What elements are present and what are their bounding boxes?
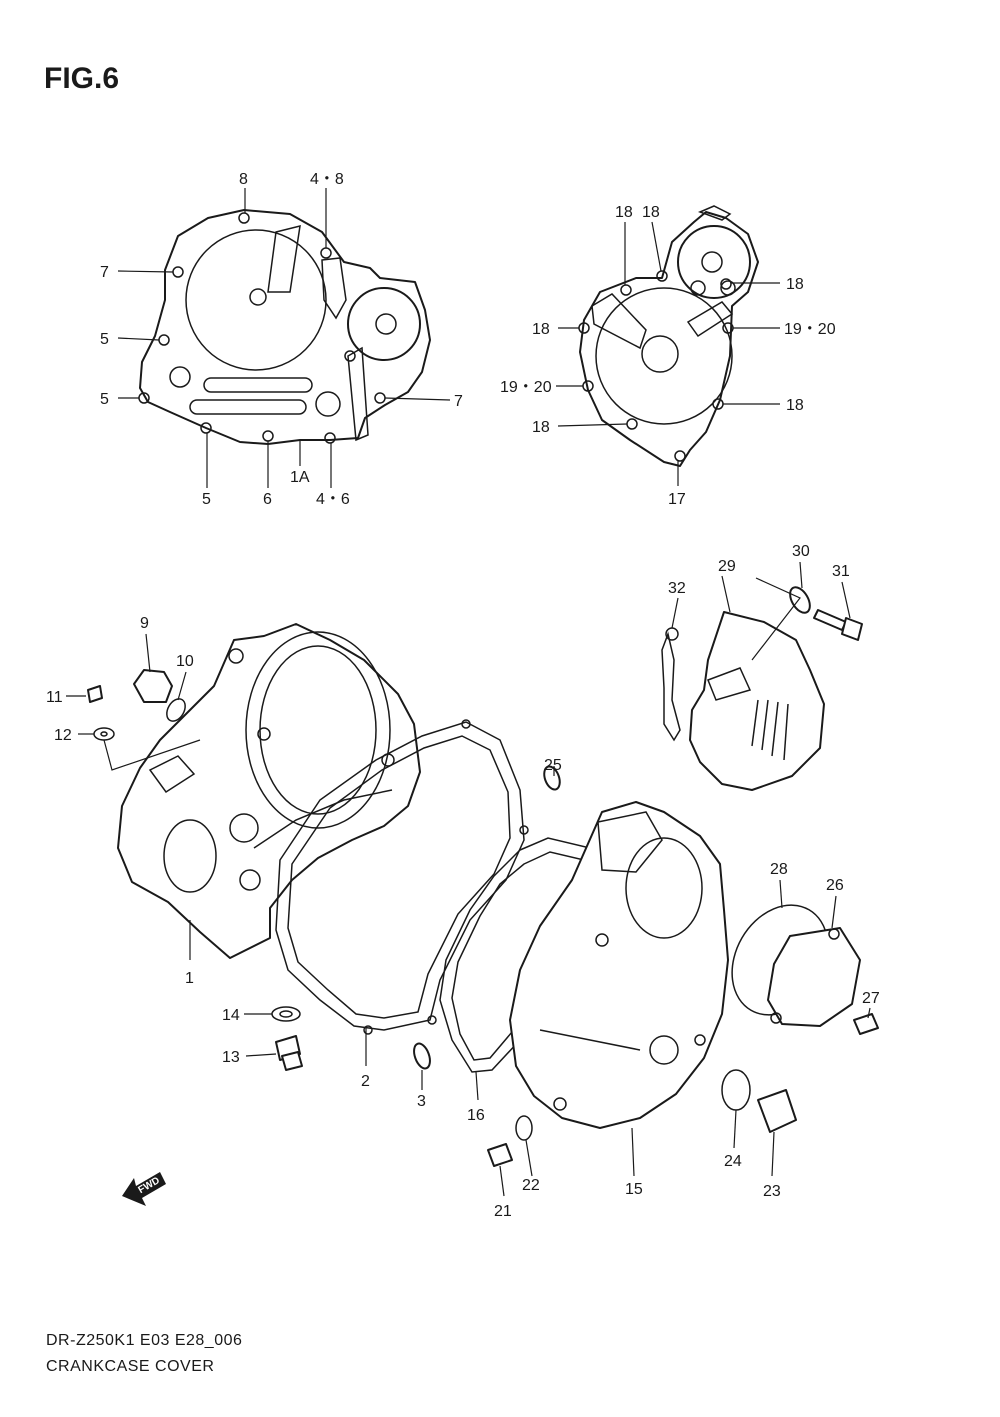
crankcase-cover-1	[117, 623, 421, 959]
callout-11: 11	[46, 689, 63, 706]
callout-3: 3	[417, 1093, 426, 1110]
forward-arrow-icon: FWD	[122, 1172, 166, 1206]
callout-1: 1	[185, 970, 194, 987]
callout-21: 21	[494, 1203, 512, 1220]
callout-9: 9	[140, 615, 149, 632]
gasket-2	[275, 719, 529, 1035]
leaders-top-right	[556, 221, 780, 486]
callout-14: 14	[222, 1007, 240, 1024]
o-ring-24	[721, 1069, 751, 1111]
callout-1A: 1A	[290, 469, 310, 486]
washer-14	[271, 1006, 301, 1022]
callouts: 8 4・8 7 5 5 7 5 6 1A 4・6 18 18 18 18 19・…	[46, 171, 880, 1220]
callout-4-8: 4・8	[310, 171, 344, 188]
o-ring-10	[166, 698, 186, 722]
collar-30	[789, 586, 811, 614]
pipe-32	[661, 627, 681, 742]
plug-13	[275, 1035, 303, 1071]
leaders-bottom	[66, 561, 871, 1197]
callout-7-top: 7	[100, 264, 109, 281]
callout-15: 15	[625, 1181, 643, 1198]
callout-5-a: 5	[100, 331, 109, 348]
callout-32: 32	[668, 580, 686, 597]
callout-23: 23	[763, 1183, 781, 1200]
plug-9	[133, 669, 173, 703]
plug-21	[487, 1143, 513, 1167]
callout-19-20-left: 19・20	[500, 379, 552, 396]
callout-18-b: 18	[642, 204, 660, 221]
callout-31: 31	[832, 563, 850, 580]
callout-26: 26	[826, 877, 844, 894]
plug-23	[757, 1089, 797, 1133]
callout-27: 27	[862, 990, 880, 1007]
callout-24: 24	[724, 1153, 742, 1170]
dowel-25	[543, 765, 561, 791]
callout-6: 6	[263, 491, 272, 508]
callout-29: 29	[718, 558, 736, 575]
callout-13: 13	[222, 1049, 240, 1066]
screw-27	[853, 1013, 879, 1035]
dowel-3	[413, 1042, 431, 1070]
figure-title: FIG.6	[44, 62, 120, 95]
callout-19-20-right: 19・20	[784, 321, 836, 338]
callout-28: 28	[770, 861, 788, 878]
callout-25: 25	[544, 757, 562, 774]
washer-22	[515, 1115, 533, 1141]
sprocket-cover-29	[689, 611, 825, 791]
magneto-cover-15	[509, 801, 729, 1129]
callout-8: 8	[239, 171, 248, 188]
callout-5-bottom: 5	[202, 491, 211, 508]
cap-26	[767, 927, 861, 1027]
magneto-cover-top	[578, 205, 759, 467]
callout-18-c: 18	[786, 276, 804, 293]
callout-17: 17	[668, 491, 686, 508]
callout-22: 22	[522, 1177, 540, 1194]
bolt-31	[813, 609, 863, 641]
screw-11	[87, 685, 103, 703]
clutch-cover-1A	[138, 209, 431, 445]
leaders-top-left	[117, 188, 451, 488]
model-code: DR-Z250K1 E03 E28_006	[46, 1332, 243, 1349]
callout-18-a: 18	[615, 204, 633, 221]
callout-30: 30	[792, 543, 810, 560]
callout-2: 2	[361, 1073, 370, 1090]
washer-12	[93, 727, 115, 741]
callout-18-e: 18	[786, 397, 804, 414]
callout-10: 10	[176, 653, 194, 670]
callout-7-right: 7	[454, 393, 463, 410]
callout-16: 16	[467, 1107, 485, 1124]
callout-18-f: 18	[532, 419, 550, 436]
callout-4-6: 4・6	[316, 491, 350, 508]
callout-12: 12	[54, 727, 72, 744]
callout-18-d: 18	[532, 321, 550, 338]
assembly-name: CRANKCASE COVER	[46, 1358, 215, 1375]
callout-5-b: 5	[100, 391, 109, 408]
